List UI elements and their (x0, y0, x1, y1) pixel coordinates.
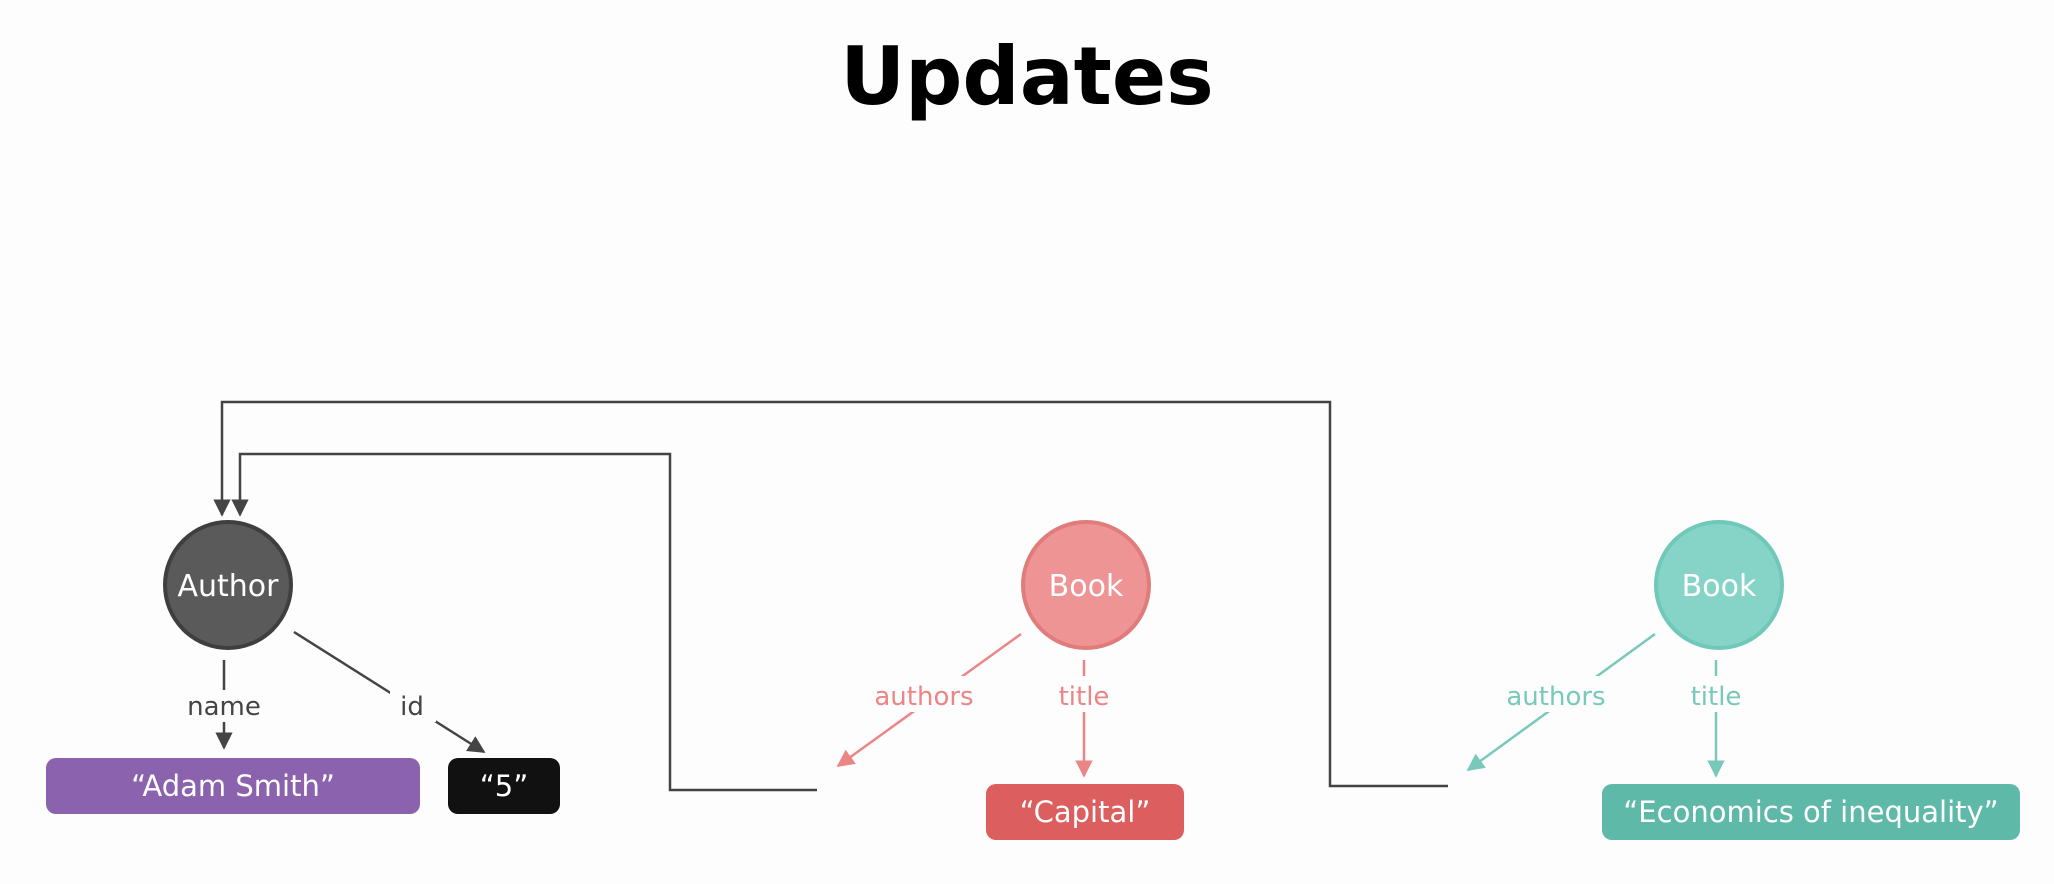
book1-title-edge-label-bg (1050, 676, 1120, 712)
book-node-capital-circle (1021, 520, 1151, 650)
book1-authors-edge-label: authors (874, 682, 973, 712)
book1-author-reference-line (231, 452, 817, 792)
author-id-value: “5” (480, 769, 529, 803)
author-name-value-box (46, 758, 420, 814)
book2-authors-edge-label-bg (1500, 676, 1612, 712)
author-node-circle (163, 520, 293, 650)
book2-author-reference-line (213, 400, 1448, 788)
author-node-label: Author (177, 569, 279, 604)
book-node-economics: Book (1654, 520, 1784, 650)
book-node-economics-label: Book (1682, 569, 1757, 604)
book-node-economics-circle (1654, 520, 1784, 650)
book1-title-value: “Capital” (1020, 795, 1151, 829)
book1-title-edge-label: title (1059, 682, 1110, 712)
author-name-edge-label-bg (180, 690, 268, 722)
book-node-capital: Book (1021, 520, 1151, 650)
slide-title: Updates (840, 30, 1214, 123)
book-node-capital-label: Book (1049, 569, 1124, 604)
book2-title-edge-label-bg (1682, 676, 1752, 712)
book1-title-value-box (986, 784, 1184, 840)
author-node: Author (163, 520, 293, 650)
author-name-value: “Adam Smith” (131, 769, 335, 803)
book2-title-value-box (1602, 784, 2020, 840)
author-id-value-box (448, 758, 560, 814)
author-id-edge-label-bg (390, 688, 436, 722)
book2-title-edge-label: title (1691, 682, 1742, 712)
author-id-edge (293, 630, 486, 754)
author-name-edge-label: name (187, 692, 261, 722)
author-id-edge-label: id (400, 692, 424, 722)
book2-authors-edge-label: authors (1506, 682, 1605, 712)
book1-authors-edge-label-bg (868, 676, 980, 712)
book2-title-value: “Economics of inequality” (1623, 795, 1998, 829)
